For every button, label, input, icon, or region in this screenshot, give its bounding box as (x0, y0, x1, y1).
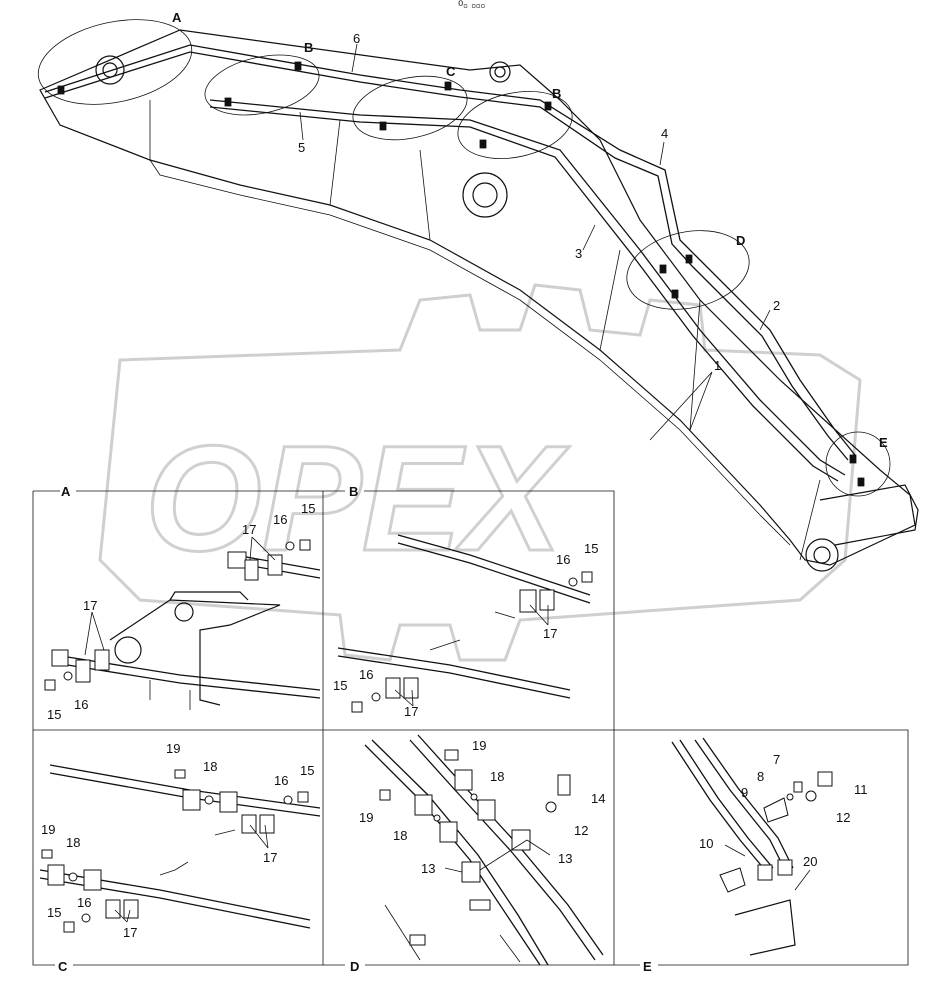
callout-a-17-top: 17 (242, 522, 256, 537)
callout-b-16-top: 16 (556, 552, 570, 567)
detail-b: 16 15 17 15 16 17 (333, 534, 598, 719)
callout-c-19-top: 19 (166, 741, 180, 756)
callout-c-19-bottom: 19 (41, 822, 55, 837)
callout-c-15-top: 15 (300, 763, 314, 778)
view-marker-c: C (446, 64, 456, 79)
view-marker-b2: B (552, 86, 561, 101)
view-label-a: A (61, 484, 71, 499)
watermark: OPEX (98, 283, 862, 662)
page-marker: ⁰▫ ▫▫▫ (458, 0, 485, 13)
callout-b-17-bottom: 17 (404, 704, 418, 719)
detail-c: 19 18 16 15 17 19 18 15 16 17 (39, 741, 321, 940)
view-label-c: C (58, 959, 68, 974)
callout-e-12: 12 (836, 810, 850, 825)
callout-a-16-top: 16 (273, 512, 287, 527)
callout-d-18-top: 18 (490, 769, 504, 784)
callout-c-18-top: 18 (203, 759, 217, 774)
callout-c-17-bottom: 17 (123, 925, 137, 940)
detail-ring-b1 (204, 54, 320, 116)
detail-ring-d (626, 230, 750, 310)
callout-d-19-top: 19 (472, 738, 486, 753)
callout-a-15-bottom: 15 (47, 707, 61, 722)
detail-a: 17 16 15 17 15 16 (44, 501, 321, 722)
callout-1: 1 (714, 358, 721, 373)
callout-e-7: 7 (773, 752, 780, 767)
callout-2: 2 (773, 298, 780, 313)
callout-6: 6 (353, 31, 360, 46)
callout-e-9: 9 (741, 785, 748, 800)
callout-3: 3 (575, 246, 582, 261)
callout-d-13-left: 13 (421, 861, 435, 876)
boom-assembly: 1 2 3 4 5 6 A B C B D E (37, 10, 919, 572)
view-marker-a: A (172, 10, 182, 25)
detail-ring-b2 (457, 91, 573, 159)
callout-c-15-bottom: 15 (47, 905, 61, 920)
detail-ring-a (37, 19, 193, 105)
callout-e-8: 8 (757, 769, 764, 784)
callout-d-12: 12 (574, 823, 588, 838)
callout-c-16-top: 16 (274, 773, 288, 788)
callout-e-10: 10 (699, 836, 713, 851)
callout-d-19-bottom: 19 (359, 810, 373, 825)
callout-e-20: 20 (803, 854, 817, 869)
view-label-d: D (350, 959, 359, 974)
callout-e-11: 11 (854, 782, 868, 797)
callout-4: 4 (661, 126, 668, 141)
detail-grid: A B C D E (32, 484, 909, 974)
callout-c-17-top: 17 (263, 850, 277, 865)
callout-b-15-bottom: 15 (333, 678, 347, 693)
callout-b-17-top: 17 (543, 626, 557, 641)
view-label-b: B (349, 484, 358, 499)
callout-a-16-bottom: 16 (74, 697, 88, 712)
callout-a-15-top: 15 (301, 501, 315, 516)
view-marker-e: E (879, 435, 888, 450)
callout-d-18-bottom: 18 (393, 828, 407, 843)
callout-c-18-bottom: 18 (66, 835, 80, 850)
callout-d-14: 14 (591, 791, 605, 806)
detail-ring-c (352, 75, 468, 141)
callout-5: 5 (298, 140, 305, 155)
detail-e: 7 8 9 11 12 10 20 (671, 737, 868, 956)
view-marker-d: D (736, 233, 745, 248)
callout-a-17-bottom: 17 (83, 598, 97, 613)
view-label-e: E (643, 959, 652, 974)
watermark-text: OPEX (145, 414, 570, 582)
callout-b-15-top: 15 (584, 541, 598, 556)
view-marker-b1: B (304, 40, 313, 55)
callout-b-16-bottom: 16 (359, 667, 373, 682)
detail-d: 19 18 14 19 18 12 13 13 (359, 734, 605, 966)
callout-c-16-bottom: 16 (77, 895, 91, 910)
callout-d-13-right: 13 (558, 851, 572, 866)
detail-ring-e (825, 431, 891, 497)
